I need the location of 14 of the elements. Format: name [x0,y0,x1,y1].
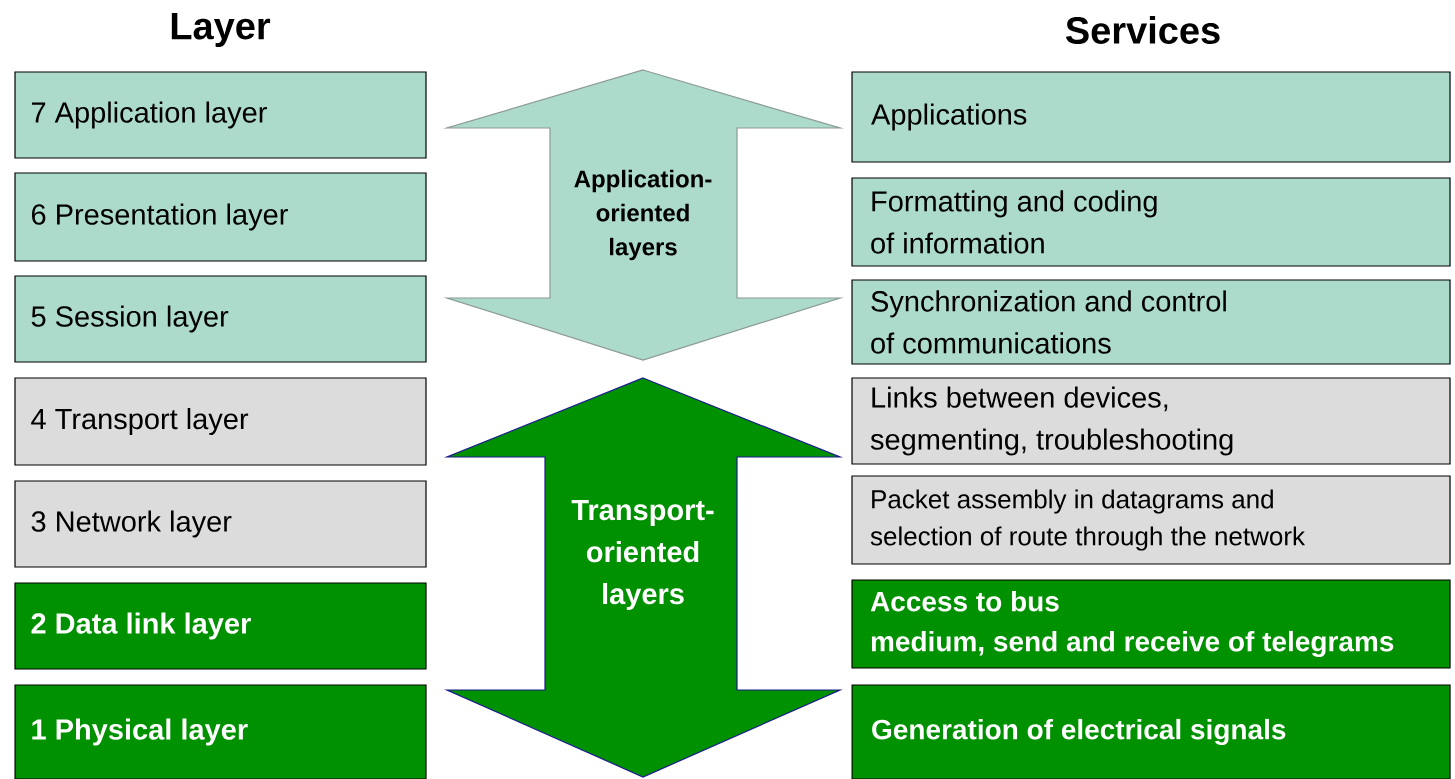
layer-box: 2 Data link layer [14,582,427,670]
layer-box: Applications [851,71,1451,163]
layer-box: 1 Physical layer [14,684,427,779]
layer-box: 3 Network layer [14,480,427,568]
layer-box: 7 Application layer [14,71,427,159]
layer-box: Formatting and coding of information [851,177,1451,267]
layer-box: Generation of electrical signals [851,684,1451,779]
layer-box: Synchronization and control of communications [851,279,1451,365]
layer-box: Access to bus medium, send and receive of telegrams [851,579,1451,669]
layer-box: Packet assembly in datagrams and selection of route through the network [851,475,1451,565]
layer-box: 5 Session layer [14,275,427,363]
layer-box: 6 Presentation layer [14,172,427,262]
layer-box: Links between devices, segmenting, troubleshooting [851,377,1451,465]
layer-box: 4 Transport layer [14,377,427,466]
